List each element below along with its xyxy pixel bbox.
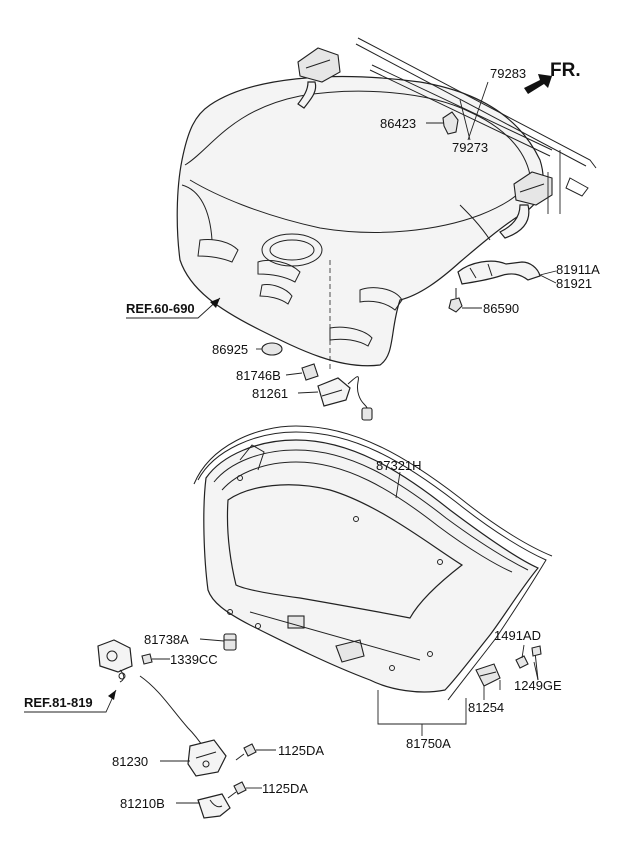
label-81746b: 81746B bbox=[236, 368, 281, 383]
label-1125da-lower: 1125DA bbox=[262, 781, 308, 796]
label-79273: 79273 bbox=[452, 140, 488, 155]
trunk-trim-panel bbox=[203, 439, 539, 693]
label-1249ge: 1249GE bbox=[514, 678, 562, 693]
label-81911a: 81911A bbox=[556, 262, 600, 277]
weatherstrip-87321h bbox=[193, 425, 553, 701]
label-86423: 86423 bbox=[380, 116, 416, 131]
striker-81254 bbox=[475, 663, 501, 687]
trunk-lid-panel bbox=[176, 76, 544, 370]
label-81210b: 81210B bbox=[120, 796, 165, 811]
clip-86423 bbox=[442, 111, 459, 135]
label-1125da-upper: 1125DA bbox=[278, 743, 324, 758]
striker-81210b bbox=[197, 793, 231, 819]
label-81750a: 81750A bbox=[406, 736, 451, 751]
label-81230: 81230 bbox=[112, 754, 148, 769]
label-86925: 86925 bbox=[212, 342, 248, 357]
front-direction-arrow bbox=[524, 74, 552, 94]
nut-86590 bbox=[448, 288, 463, 313]
label-81261: 81261 bbox=[252, 386, 288, 401]
label-81921: 81921 bbox=[556, 276, 592, 291]
label-81738a: 81738A bbox=[144, 632, 189, 647]
direction-label: FR. bbox=[550, 60, 581, 81]
right-hinge bbox=[499, 171, 553, 239]
label-81254: 81254 bbox=[468, 700, 504, 715]
ref-60-690: REF.60-690 bbox=[126, 301, 195, 316]
bumper-81738a bbox=[223, 633, 237, 651]
label-87321h: 87321H bbox=[376, 458, 422, 473]
nut-1339cc bbox=[141, 653, 153, 665]
label-1491ad: 1491AD bbox=[494, 628, 541, 643]
bracket-81911a bbox=[457, 260, 541, 285]
latch-assembly bbox=[97, 639, 227, 777]
label-1339cc: 1339CC bbox=[170, 652, 218, 667]
bolts-1125da bbox=[227, 743, 257, 799]
label-86590: 86590 bbox=[483, 301, 519, 316]
left-hinge bbox=[297, 47, 341, 109]
actuator-81261 bbox=[317, 376, 373, 421]
label-79283: 79283 bbox=[490, 66, 526, 81]
ref-81-819: REF.81-819 bbox=[24, 695, 93, 710]
leader-lines bbox=[24, 81, 557, 804]
fasteners-1491ad bbox=[515, 645, 542, 681]
plug-86925 bbox=[261, 342, 283, 356]
part-81746b bbox=[301, 363, 319, 381]
